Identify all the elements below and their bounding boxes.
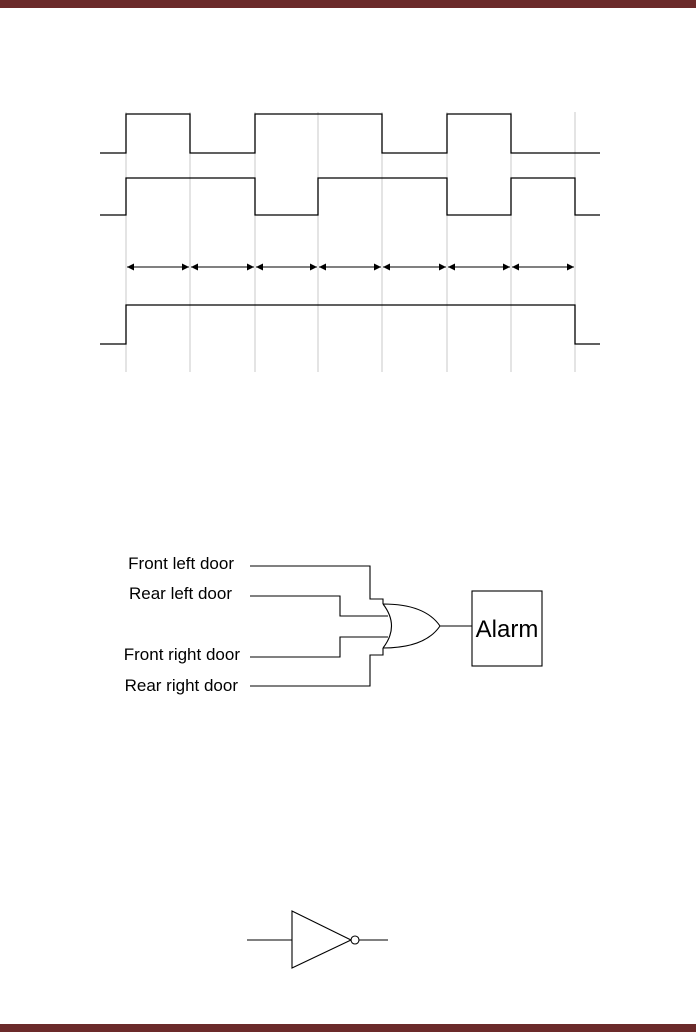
timing-gridlines bbox=[125, 112, 576, 372]
wire-rear-left-door bbox=[250, 595, 388, 617]
timing-waveform-top bbox=[100, 113, 600, 154]
timing-waveform-bottom bbox=[100, 304, 600, 345]
wire-front-right-door bbox=[250, 636, 388, 658]
input-label-front-right-door: Front right door bbox=[124, 645, 241, 664]
input-label-front-left-door: Front left door bbox=[128, 554, 234, 573]
bottom-frame-bar bbox=[0, 1024, 696, 1032]
alarm-label: Alarm bbox=[476, 616, 539, 643]
not-gate-triangle bbox=[291, 910, 353, 969]
input-label-rear-left-door: Rear left door bbox=[129, 584, 232, 603]
input-label-rear-right-door: Rear right door bbox=[125, 676, 239, 695]
not-gate bbox=[247, 910, 388, 969]
timing-waveform-middle bbox=[100, 177, 600, 216]
timing-diagram bbox=[100, 112, 600, 372]
not-gate-bubble bbox=[350, 935, 360, 945]
or-gate-symbol bbox=[382, 603, 441, 649]
top-frame-bar bbox=[0, 0, 696, 8]
door-alarm-circuit: Front left door Rear left door Front rig… bbox=[124, 554, 543, 695]
wire-rear-right-door bbox=[250, 648, 384, 687]
wire-front-left-door bbox=[250, 565, 384, 604]
alarm-box bbox=[471, 590, 543, 667]
